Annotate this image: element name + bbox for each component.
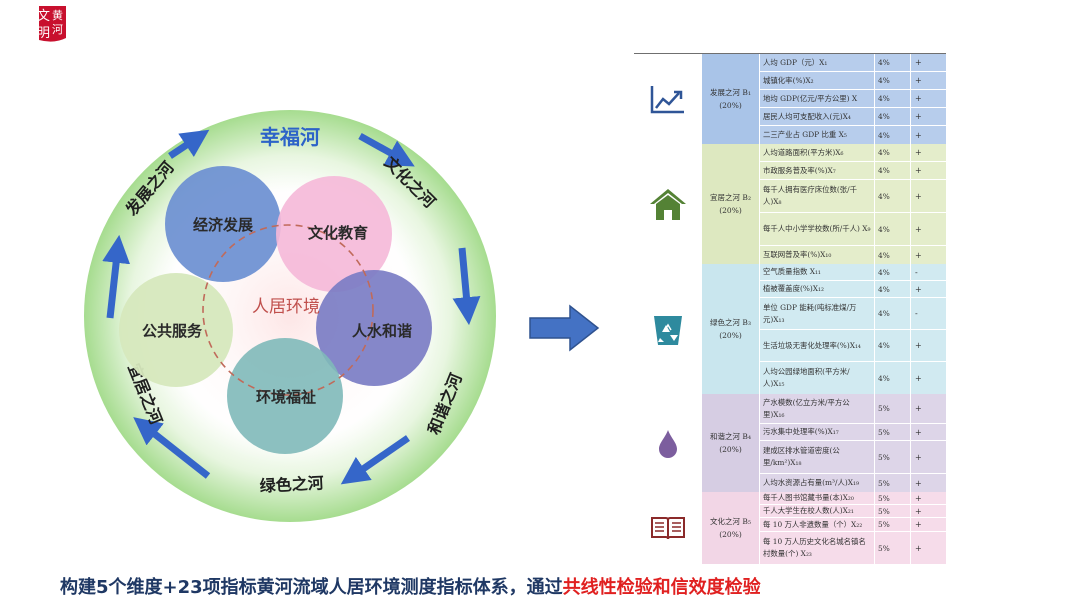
svg-text:河: 河 xyxy=(52,23,63,36)
circle-label-economy: 经济发展 xyxy=(193,216,253,234)
caption-main: 构建5个维度+23项指标黄河流域人居环境测度指标体系，通过 xyxy=(60,577,563,598)
house-icon xyxy=(634,144,702,264)
book-icon xyxy=(634,492,702,564)
circle-label-harmony: 人水和谐 xyxy=(352,322,412,340)
section-name: 文化之河 B₅ xyxy=(710,517,751,526)
section-weight: (20%) xyxy=(719,331,742,340)
svg-text:明: 明 xyxy=(37,26,50,41)
arrow-6 xyxy=(168,129,210,159)
circle-label-culture: 文化教育 xyxy=(308,224,368,242)
diagram-title: 幸福河 xyxy=(260,125,320,149)
section-weight: (20%) xyxy=(719,530,742,539)
section-weight: (20%) xyxy=(719,206,742,215)
circle-human-water xyxy=(316,270,432,386)
water-drop-icon xyxy=(634,394,702,492)
center-dashed-circle xyxy=(202,224,374,396)
circle-economy xyxy=(165,166,281,282)
happy-river-diagram: 幸福河 文化之河 和谐之河 绿色之河 宜居之河 发展之河 经济发展 文化教育 公… xyxy=(80,106,500,526)
ring-label-green: 绿色之河 xyxy=(259,473,324,495)
arrow-4 xyxy=(133,417,211,479)
logo-seal: 文 明 黄 河 xyxy=(34,4,68,44)
circle-public-service xyxy=(119,273,233,387)
recycle-bin-icon xyxy=(634,264,702,394)
section-weight: (20%) xyxy=(719,101,742,110)
circle-label-environment: 环境福祉 xyxy=(256,388,316,406)
section-weight: (20%) xyxy=(719,445,742,454)
section-name: 发展之河 B₁ xyxy=(710,88,751,97)
section-name: 和谐之河 B₄ xyxy=(710,432,751,441)
arrow-2 xyxy=(452,247,481,326)
svg-text:黄: 黄 xyxy=(52,8,63,22)
svg-text:文: 文 xyxy=(37,9,50,24)
cycle-arrows xyxy=(102,129,481,485)
caption-highlight: 共线性检验和信效度检验 xyxy=(562,577,761,598)
right-arrow-icon xyxy=(528,304,600,352)
section-name: 宜居之河 B₂ xyxy=(710,193,751,202)
center-label: 人居环境 xyxy=(252,297,320,317)
arrow-1 xyxy=(358,132,415,167)
bottom-caption: 构建5个维度+23项指标黄河流域人居环境测度指标体系，通过共线性检验和信效度检验 xyxy=(60,573,1040,599)
arrow-5 xyxy=(102,234,131,319)
arrow-3 xyxy=(340,435,410,485)
section-name: 绿色之河 B₃ xyxy=(710,318,751,327)
circle-label-public: 公共服务 xyxy=(142,322,203,340)
line-chart-icon xyxy=(634,54,702,144)
circle-culture-education xyxy=(276,176,392,292)
circle-environment xyxy=(227,338,343,454)
